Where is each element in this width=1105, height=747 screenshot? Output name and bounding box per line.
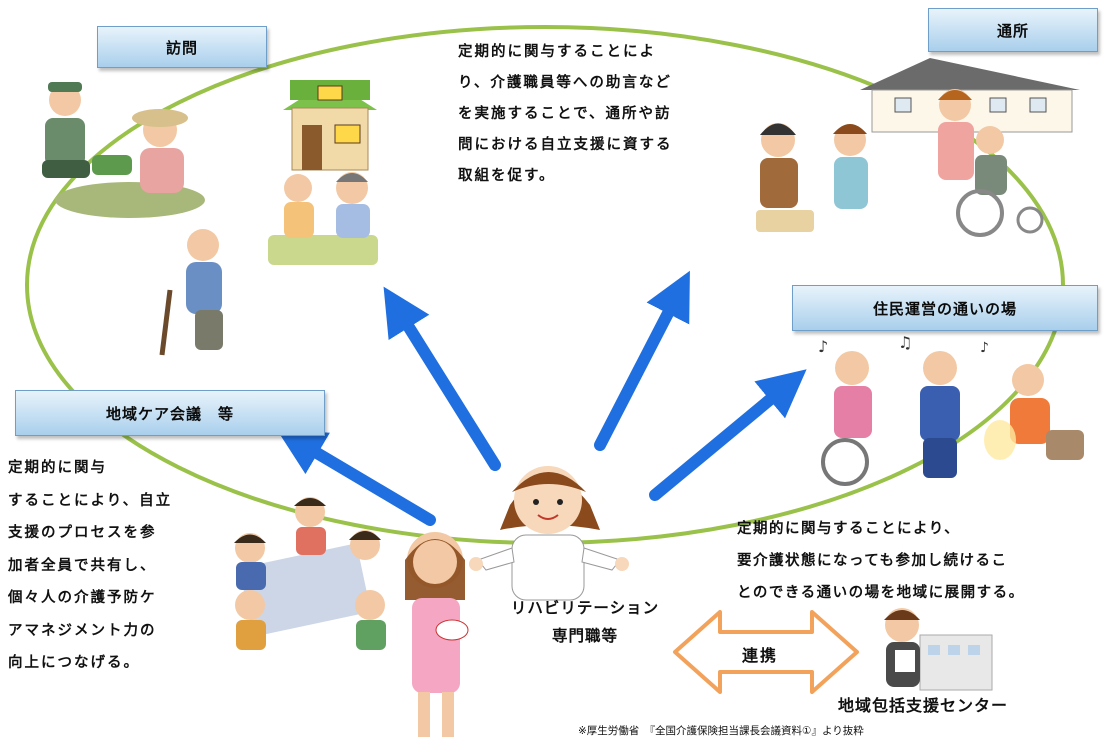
home-care-illustration [268, 172, 378, 265]
text-top-center: 定期的に関与することによ り、介護職員等への助言など を実施することで、通所や訪… [458, 37, 673, 192]
svg-text:♪: ♪ [818, 337, 828, 356]
text-line: することにより、自立 [8, 492, 173, 509]
cooperation-double-arrow [673, 610, 859, 694]
text-line: 取組を促す。 [458, 168, 556, 184]
house-illustration [283, 80, 377, 171]
label-visit: 訪問 [97, 26, 267, 68]
svg-text:♫: ♫ [898, 333, 912, 352]
text-line: 定期的に関与 [8, 460, 107, 476]
cooperation-label: 連携 [742, 646, 779, 665]
blue-arrows [276, 270, 807, 526]
rehab-professional-illustration [469, 466, 629, 601]
text-line: 個々人の介護予防ケ [8, 590, 157, 606]
text-line: 要介護状態になっても参加し続けるこ [737, 553, 1008, 569]
text-left: 定期的に関与 することにより、自立 支援のプロセスを参 加者全員で共有し、 個々… [8, 452, 172, 680]
arrow-to-daycare [594, 270, 690, 451]
text-line: 支援のプロセスを参 [8, 525, 157, 541]
arrow-to-meeting [276, 428, 436, 526]
arrow-to-visit [383, 286, 501, 471]
community-exercise-illustration: ♪ ♫ ♪ [818, 333, 1084, 486]
farming-elderly-illustration [42, 82, 205, 218]
text-line: 問における自立支援に資する [458, 137, 673, 153]
arrow-to-community [649, 369, 807, 501]
svg-text:♪: ♪ [980, 340, 989, 356]
daycare-building-illustration [860, 58, 1080, 133]
support-center-illustration [884, 608, 993, 691]
center-caption-line1: リハビリテーション [510, 599, 660, 617]
text-line: 向上につなげる。 [8, 655, 140, 671]
label-daycare: 通所 [928, 8, 1098, 52]
text-right: 定期的に関与することにより、 要介護状態になっても参加し続けるこ とのできる通い… [737, 513, 1025, 609]
text-line: を実施することで、通所や訪 [458, 106, 672, 122]
text-line: 定期的に関与することによ [458, 44, 656, 60]
elderly-with-cane-illustration [159, 229, 223, 356]
text-line: り、介護職員等への助言など [458, 75, 672, 91]
center-caption: リハビリテーション 専門職等 [485, 594, 685, 650]
text-line: 定期的に関与することにより、 [737, 521, 961, 537]
label-care-meeting: 地域ケア会議 等 [15, 390, 325, 436]
daycare-people-illustration [756, 89, 1044, 237]
dental-hygienist-illustration [405, 532, 469, 737]
center-caption-line2: 専門職等 [551, 627, 618, 645]
text-line: アマネジメント力の [8, 622, 157, 639]
text-line: とのできる通いの場を地域に展開する。 [737, 585, 1025, 601]
source-note: ※厚生労働省 『全国介護保険担当課長会議資料①』より抜粋 [578, 725, 864, 737]
support-center-name: 地域包括支援センター [838, 696, 1009, 715]
meeting-illustration [234, 497, 386, 650]
label-community-place: 住民運営の通いの場 [792, 285, 1098, 331]
text-line: 加者全員で共有し、 [8, 557, 157, 574]
